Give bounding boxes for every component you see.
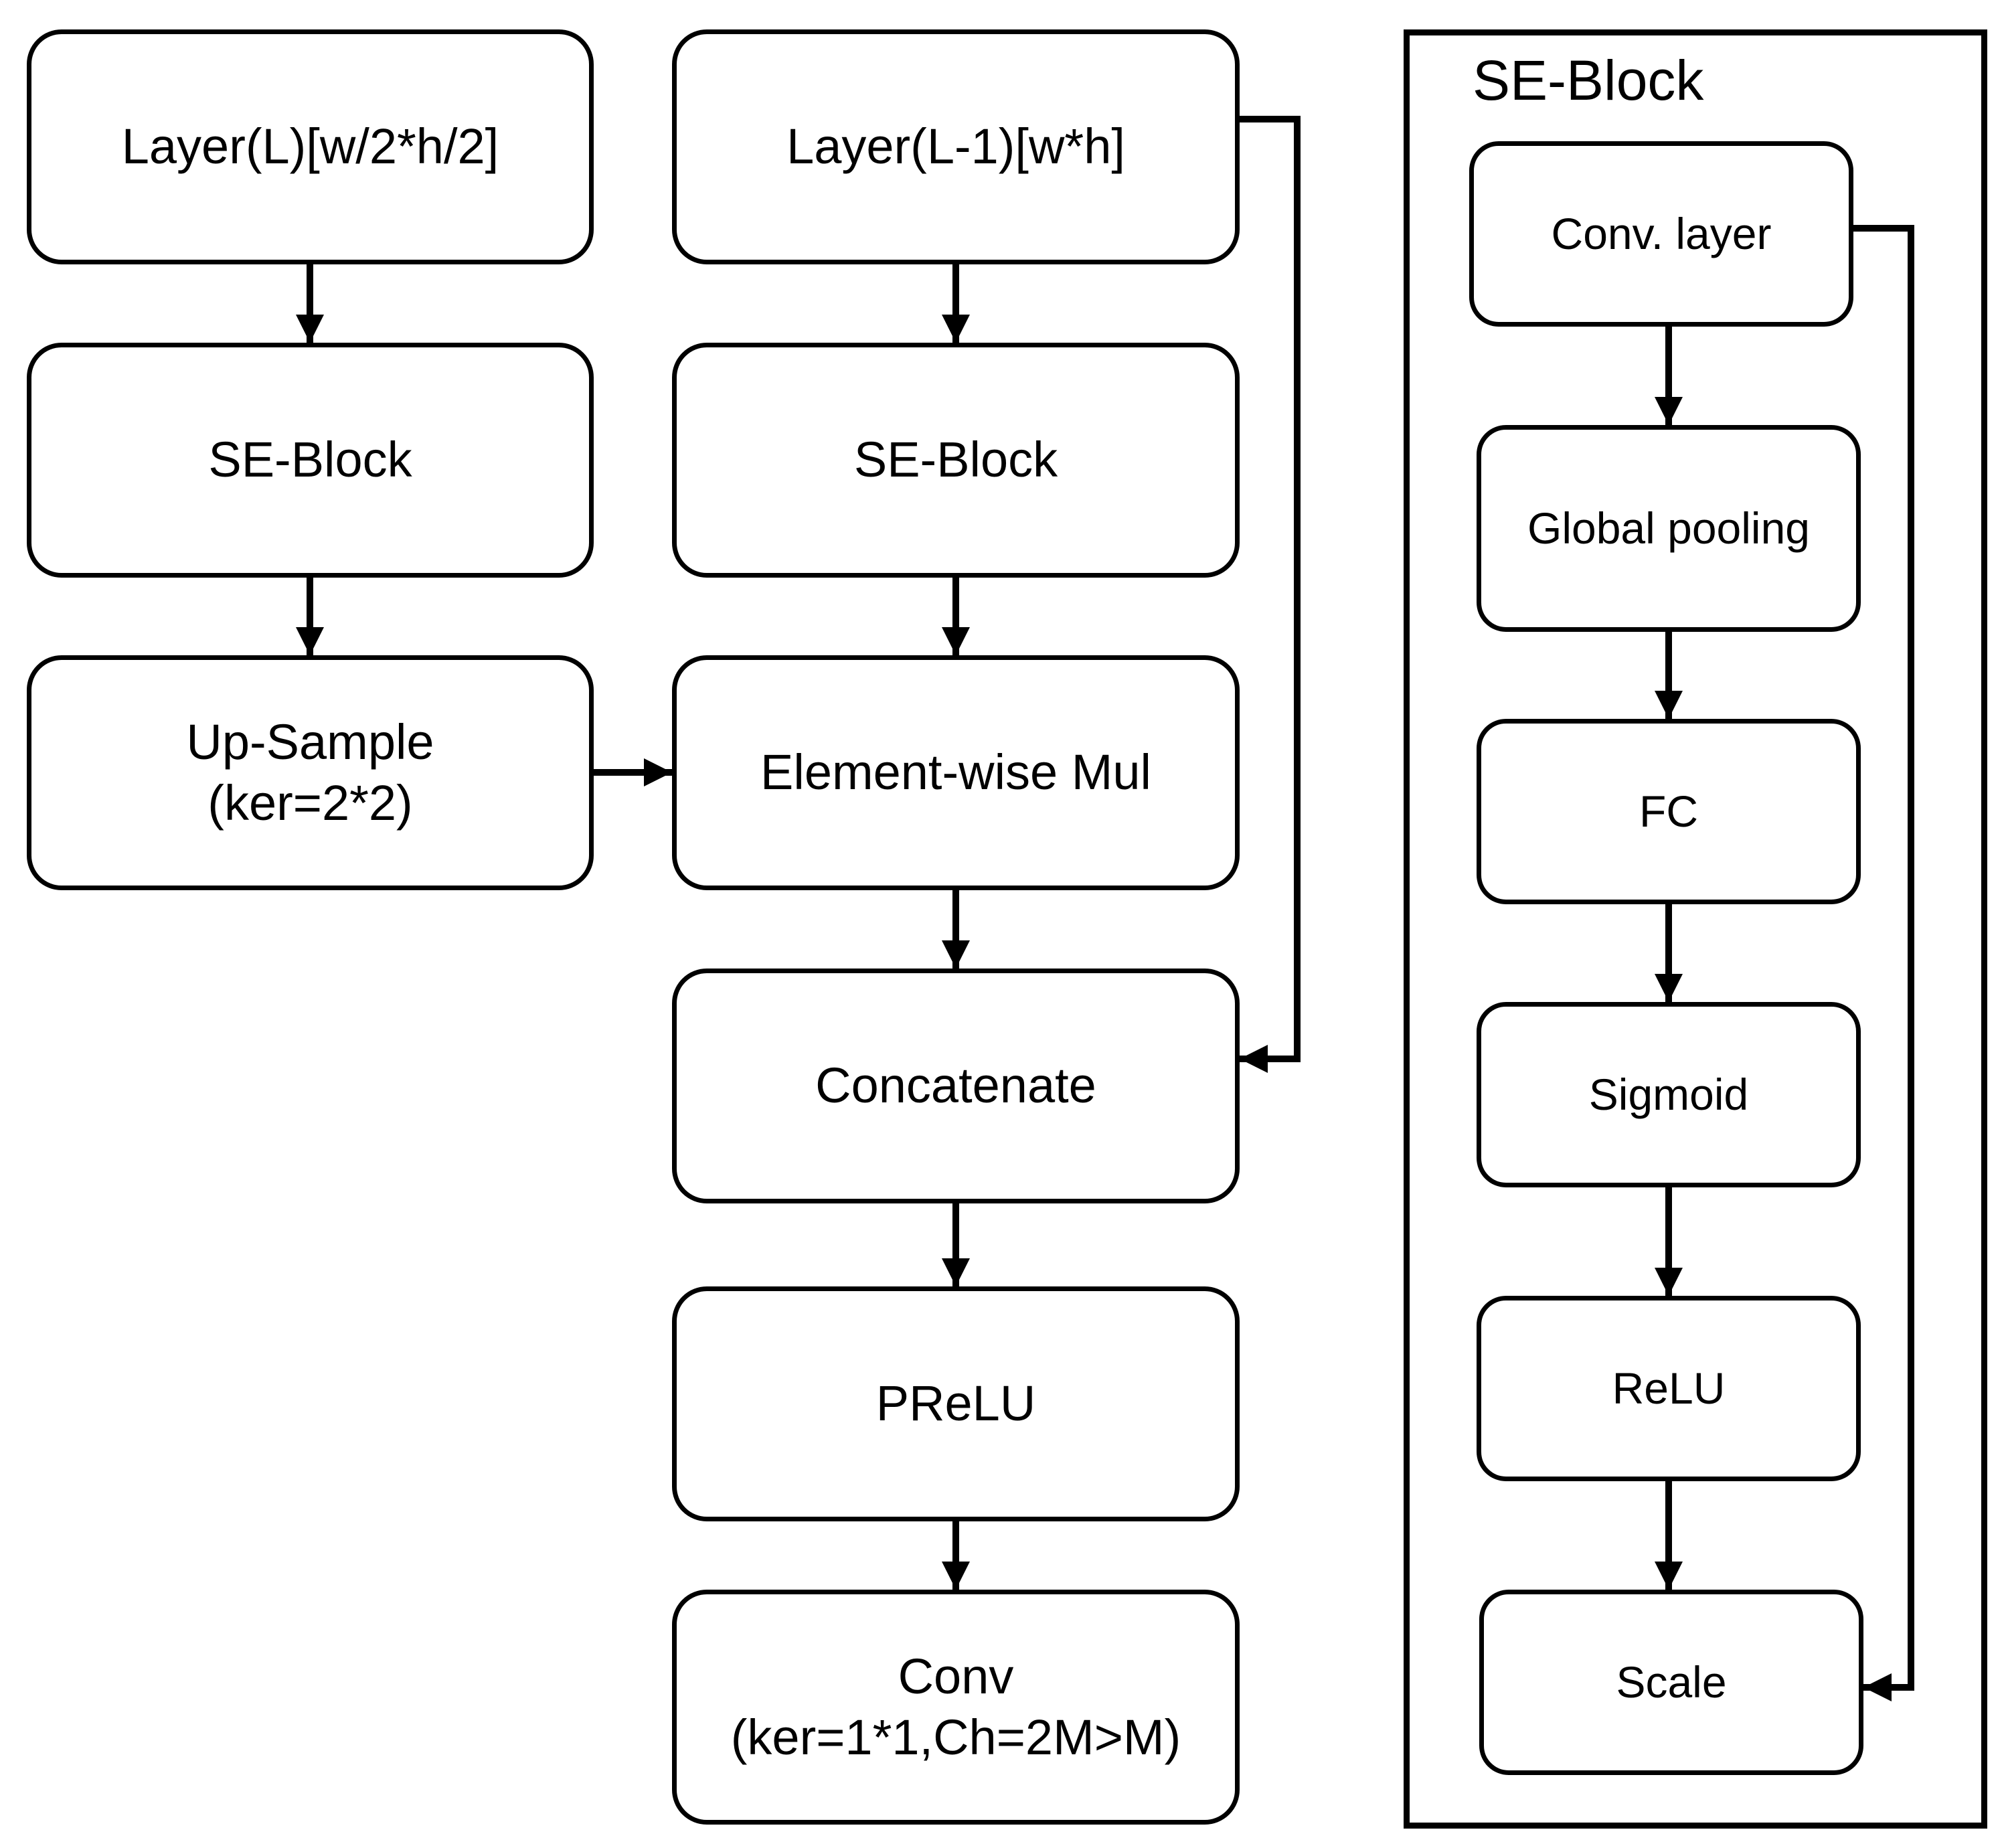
up-sample-box: Up-Sample (ker=2*2) bbox=[27, 655, 594, 890]
sigmoid-label: Sigmoid bbox=[1588, 1070, 1749, 1120]
sigmoid-box: Sigmoid bbox=[1477, 1002, 1861, 1187]
relu-box: ReLU bbox=[1477, 1296, 1861, 1481]
layer-l-label: Layer(L)[w/2*h/2] bbox=[121, 118, 499, 175]
middle-se-block-label: SE-Block bbox=[853, 432, 1058, 488]
fc-box: FC bbox=[1477, 719, 1861, 904]
scale-label: Scale bbox=[1616, 1657, 1727, 1707]
element-wise-mul-label: Element-wise Mul bbox=[760, 744, 1151, 801]
se-block-panel-title: SE-Block bbox=[1473, 49, 1704, 112]
left-se-block-box: SE-Block bbox=[27, 343, 594, 578]
conv-layer-label: Conv. layer bbox=[1551, 209, 1772, 259]
global-pooling-box: Global pooling bbox=[1477, 425, 1861, 632]
conv-box: Conv (ker=1*1,Ch=2M>M) bbox=[672, 1590, 1240, 1825]
layer-l-minus-1-box: Layer(L-1)[w*h] bbox=[672, 29, 1240, 264]
element-wise-mul-box: Element-wise Mul bbox=[672, 655, 1240, 890]
layer-l-box: Layer(L)[w/2*h/2] bbox=[27, 29, 594, 264]
relu-label: ReLU bbox=[1612, 1363, 1726, 1414]
layer-l-minus-1-label: Layer(L-1)[w*h] bbox=[786, 118, 1125, 175]
global-pooling-label: Global pooling bbox=[1527, 503, 1810, 554]
middle-se-block-box: SE-Block bbox=[672, 343, 1240, 578]
scale-box: Scale bbox=[1479, 1590, 1863, 1775]
concatenate-box: Concatenate bbox=[672, 969, 1240, 1203]
concatenate-label: Concatenate bbox=[815, 1058, 1096, 1114]
arrow-skip-layer-l-minus-1-to-concatenate bbox=[1240, 116, 1301, 1073]
conv-layer-box: Conv. layer bbox=[1469, 141, 1853, 327]
prelu-label: PReLU bbox=[875, 1375, 1036, 1432]
prelu-box: PReLU bbox=[672, 1286, 1240, 1521]
se-block-panel bbox=[1404, 29, 1987, 1829]
up-sample-label: Up-Sample (ker=2*2) bbox=[186, 714, 434, 831]
conv-label: Conv (ker=1*1,Ch=2M>M) bbox=[730, 1649, 1181, 1765]
fc-label: FC bbox=[1639, 786, 1698, 837]
left-se-block-label: SE-Block bbox=[208, 432, 412, 488]
